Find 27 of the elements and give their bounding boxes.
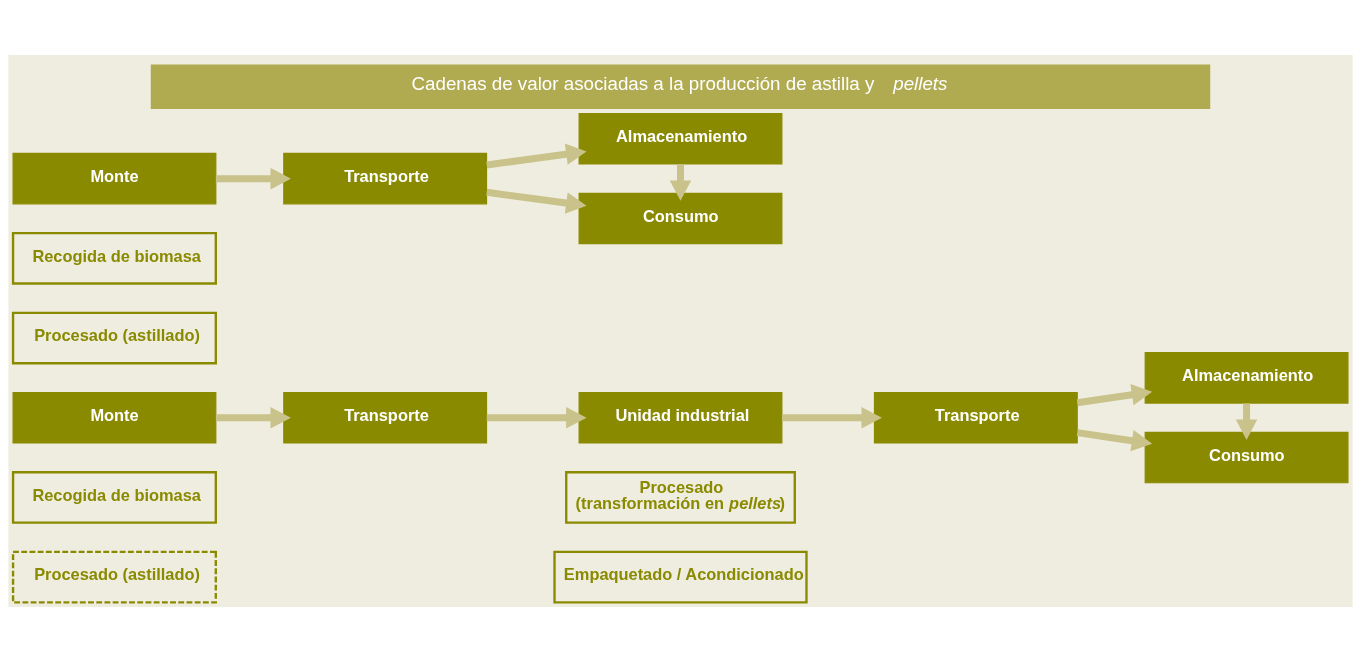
arrow xyxy=(1076,383,1153,406)
node-box: Recogida de biomasa xyxy=(11,470,217,524)
arrow xyxy=(1235,402,1258,440)
arrow xyxy=(215,167,291,189)
arrow xyxy=(782,406,882,428)
node-box: Consumo xyxy=(578,192,783,244)
arrow xyxy=(486,143,587,168)
node-box: Monte xyxy=(12,152,217,204)
node-box: Almacenamiento xyxy=(578,112,783,165)
node-box: Procesado (astillado) xyxy=(11,311,217,364)
node-box: Transporte xyxy=(283,391,488,443)
node-box: Procesado (astillado) xyxy=(11,550,217,603)
arrow xyxy=(669,163,692,201)
node-box: Recogida de biomasa xyxy=(11,231,217,285)
node-box: Unidad industrial xyxy=(578,391,783,443)
node-box: Empaquetado / Acondicionado xyxy=(553,550,808,603)
arrow xyxy=(1076,428,1153,451)
node-box: Monte xyxy=(12,391,217,443)
node-box: Transporte xyxy=(873,391,1078,443)
node-box: Almacenamiento xyxy=(1144,351,1349,404)
arrow xyxy=(486,406,587,428)
node-box: Consumo xyxy=(1144,431,1349,483)
diagram-title: Cadenas de valor asociadas a la producción de astilla y pellets xyxy=(411,72,948,94)
arrow xyxy=(486,188,587,214)
node-box: Transporte xyxy=(283,152,488,204)
node-box: Procesado (transformación en pellets) xyxy=(565,470,796,524)
arrow xyxy=(215,406,291,428)
